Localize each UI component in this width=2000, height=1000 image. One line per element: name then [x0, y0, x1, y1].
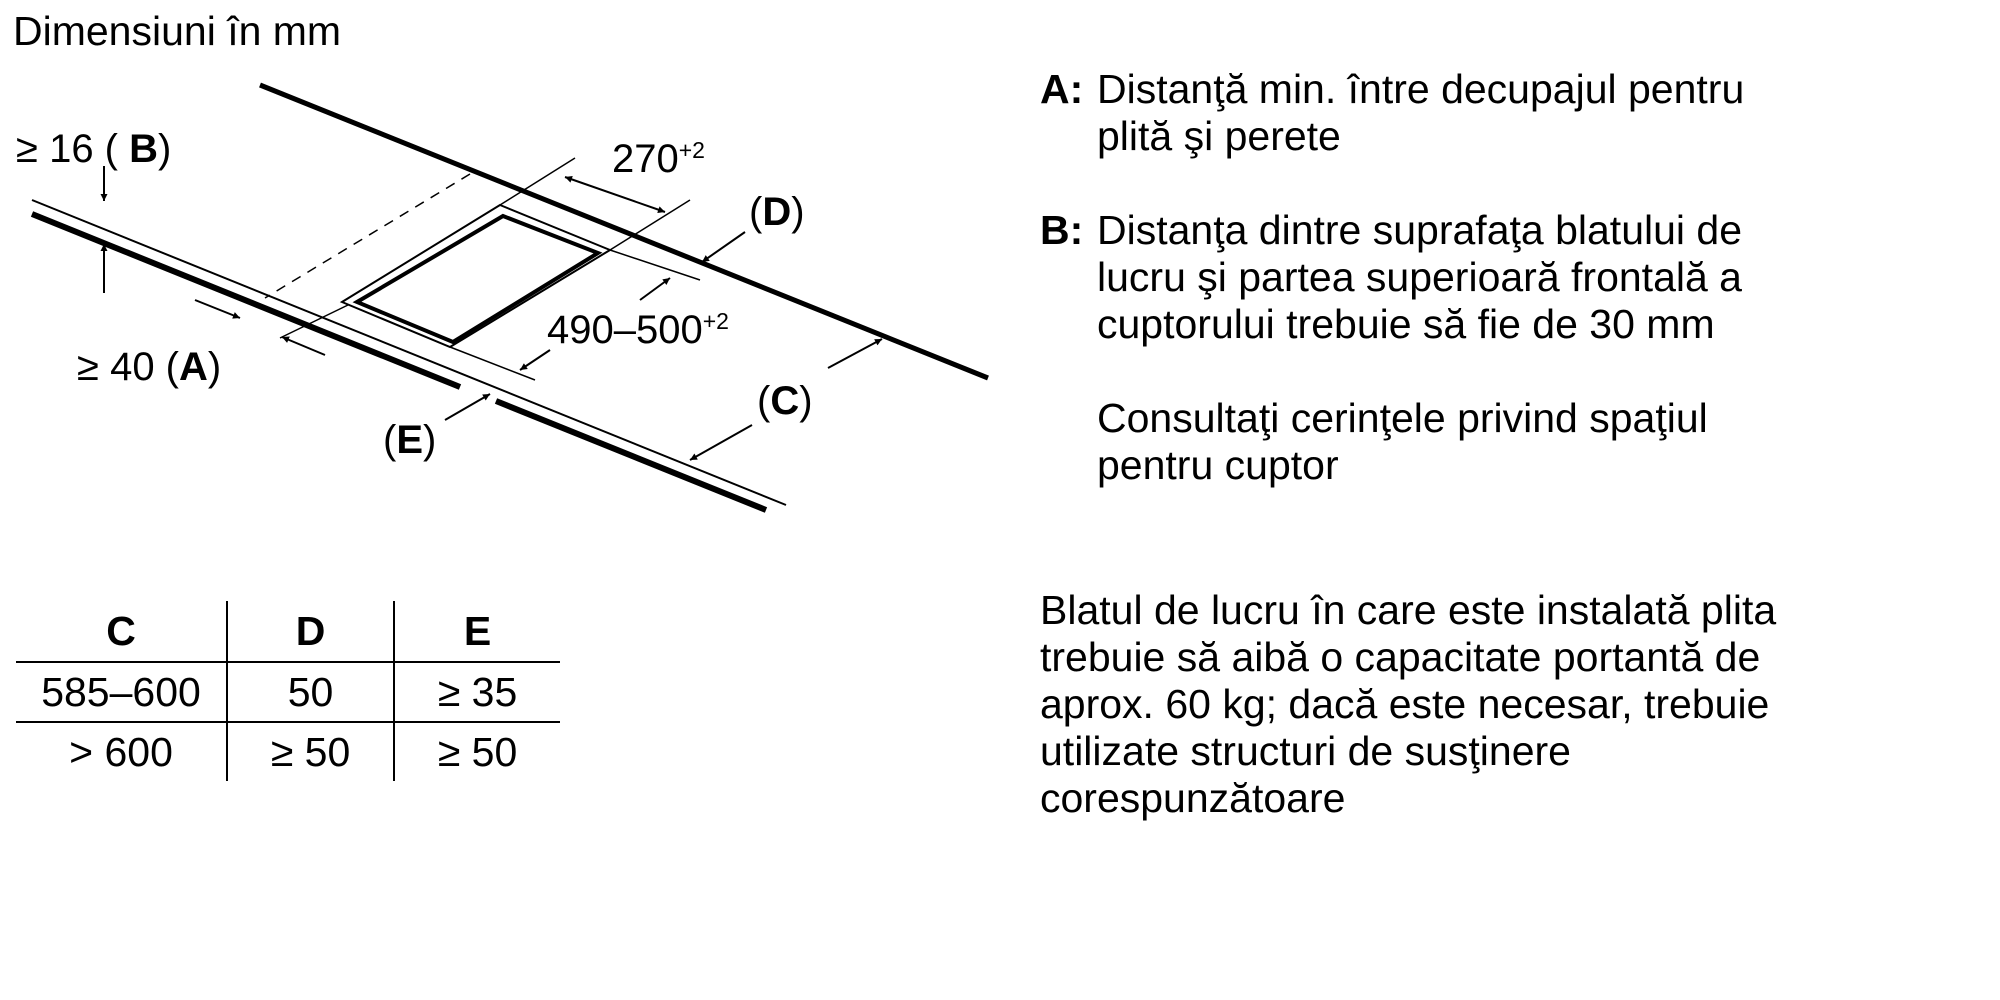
- table-row: > 600 ≥ 50 ≥ 50: [16, 722, 560, 781]
- dimension-e-label: (E): [383, 418, 436, 462]
- dimension-d-arrow: [701, 231, 746, 263]
- dimension-a-extension: [279, 304, 349, 339]
- note-line: Consultaţi cerinţele privind spaţiul: [1097, 395, 1708, 441]
- extension-line: [609, 199, 691, 251]
- table-cell: ≥ 50: [393, 722, 560, 781]
- wall-edge-line: [259, 82, 989, 381]
- dimension-a-label: ≥ 40 (A): [77, 345, 221, 389]
- note-line: Distanţa dintre suprafaţa blatului de: [1097, 207, 1743, 253]
- worktop-front-edge-line-2: [494, 398, 768, 513]
- dashed-projection-line: [264, 173, 471, 299]
- table-cell: 50: [226, 662, 394, 723]
- load-note: Blatul de lucru în care este instalată p…: [1040, 587, 1980, 822]
- dimension-490-arrow: [519, 349, 551, 371]
- hob-cutout-inner: [352, 213, 603, 345]
- note-line: plită şi perete: [1097, 113, 1341, 159]
- note-line: aprox. 60 kg; dacă este necesar, trebuie: [1040, 681, 1770, 727]
- note-line: pentru cuptor: [1097, 442, 1339, 488]
- note-line: trebuie să aibă o capacitate portantă de: [1040, 634, 1761, 680]
- note-line: utilizate structuri de susţinere: [1040, 728, 1571, 774]
- table-row: 585–600 50 ≥ 35: [16, 662, 560, 723]
- table-header-c: C: [16, 601, 227, 663]
- dimension-b-label: ≥ 16 ( B): [16, 127, 171, 171]
- note-b: B: Distanţa dintre suprafaţa blatului de…: [1040, 207, 1980, 348]
- notes-list: A: Distanţă min. între decupajul pentru …: [1040, 66, 1980, 536]
- table-cell: > 600: [69, 728, 173, 775]
- dimension-c-arrow: [827, 338, 883, 369]
- dimension-a-arrow: [281, 336, 326, 356]
- note-text: Distanţă min. între decupajul pentru pli…: [1097, 66, 1980, 160]
- dimensions-table: C D E 585–600 50 ≥ 35 > 600 ≥ 50 ≥ 50: [16, 601, 560, 781]
- dimension-490-arrow: [639, 277, 671, 301]
- table-header-row: C D E: [16, 601, 560, 663]
- note-text: Consultaţi cerinţele privind spaţiul pen…: [1097, 395, 1980, 489]
- dimension-a-arrow: [194, 299, 241, 319]
- extension-line: [499, 157, 576, 206]
- extension-line: [449, 346, 536, 381]
- note-line: Blatul de lucru în care este instalată p…: [1040, 587, 1777, 633]
- extension-line: [609, 249, 701, 281]
- note-line: Distanţă min. între decupajul pentru: [1097, 66, 1745, 112]
- note-key: A:: [1040, 66, 1084, 112]
- dimension-490-label: 490–500+2: [547, 308, 729, 352]
- oven-note: Consultaţi cerinţele privind spaţiul pen…: [1097, 395, 1980, 489]
- note-a: A: Distanţă min. între decupajul pentru …: [1040, 66, 1980, 160]
- note-text: Distanţa dintre suprafaţa blatului de lu…: [1097, 207, 1980, 348]
- table-cell: ≥ 35: [393, 662, 560, 723]
- dimension-d-label: (D): [749, 190, 805, 234]
- dimension-270-label: 270+2: [612, 137, 705, 181]
- note-line: cuptorului trebuie să fie de 30 mm: [1097, 301, 1715, 347]
- table-header-e: E: [393, 601, 560, 663]
- worktop-front-edge-line: [30, 211, 462, 390]
- dimension-c-arrow: [689, 424, 753, 461]
- worktop-front-top-line: [31, 199, 787, 506]
- note-line: corespunzătoare: [1040, 775, 1346, 821]
- table-cell: ≥ 50: [226, 722, 394, 781]
- dimension-270-line: [564, 176, 666, 213]
- dimension-e-arrow: [444, 393, 491, 421]
- note-key: B:: [1040, 207, 1084, 253]
- table-header-d: D: [226, 601, 394, 663]
- note-line: lucru şi partea superioară frontală a: [1097, 254, 1742, 300]
- page-title: Dimensiuni în mm: [13, 8, 342, 54]
- dimension-c-label: (C): [757, 379, 813, 423]
- table-cell: 585–600: [16, 662, 227, 723]
